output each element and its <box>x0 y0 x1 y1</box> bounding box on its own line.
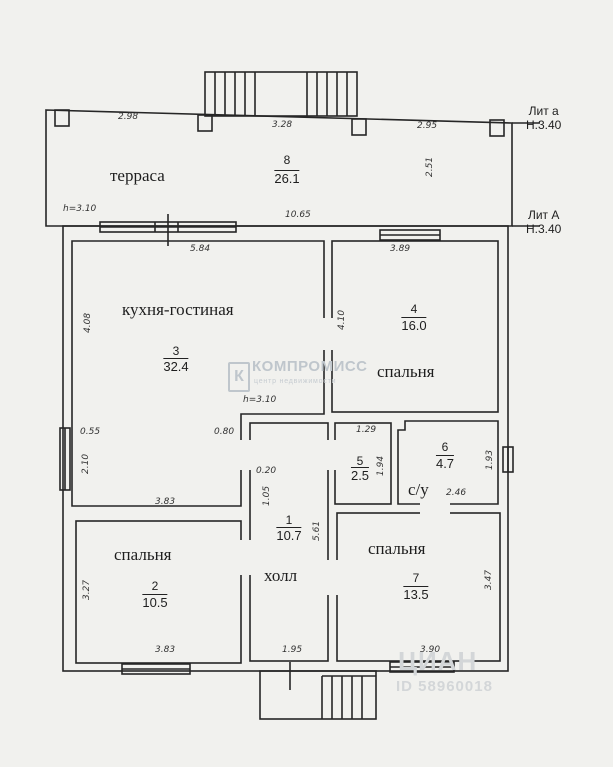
hall-area: 10.7 <box>276 527 302 543</box>
dim-hall-width: 1.95 <box>282 645 303 655</box>
dim-bedroom2-width: 3.83 <box>155 645 176 655</box>
watermark-corner: ЦИАН <box>398 646 478 676</box>
watermark-listing-id: ID 58960018 <box>396 678 493 695</box>
room6-area: 4.7 <box>435 455 455 471</box>
dim-bedroom2-depth: 3.27 <box>82 579 92 600</box>
watermark-brand: КОМПРОМИСС <box>252 358 368 375</box>
terrace-number: 8 <box>283 153 291 167</box>
dim-hall-width-upper: 1.05 <box>262 485 272 506</box>
bath5-area: 2.5 <box>350 467 370 483</box>
dim-terrace-top-right: 2.95 <box>417 121 438 131</box>
dim-kitchen-lower-width: 3.83 <box>155 497 176 507</box>
terrace-name: терраса <box>110 166 165 185</box>
bedroom4-area: 16.0 <box>401 317 427 333</box>
bedroom2-area: 10.5 <box>142 594 168 610</box>
dim-bath5-width: 1.29 <box>356 425 377 435</box>
bedroom4-name: спальня <box>377 362 435 381</box>
terrace-ceiling-height: h=3.10 <box>63 204 97 214</box>
kitchen-walls <box>71 240 325 507</box>
bath5-number: 5 <box>356 454 364 468</box>
bedroom7-number: 7 <box>412 571 420 585</box>
terrace-outline <box>45 109 513 227</box>
dim-hall-depth: 5.61 <box>312 520 322 541</box>
dim-overall-width: 10.65 <box>285 210 311 220</box>
bottom-stairs <box>259 662 377 720</box>
bedroom2-name: спальня <box>114 545 172 564</box>
dim-hall-offset: 0.20 <box>256 466 277 476</box>
terrace-area: 26.1 <box>274 170 300 186</box>
bedroom7-name: спальня <box>368 539 426 558</box>
bedroom7-area: 13.5 <box>403 586 429 602</box>
dim-kitchen-width: 5.84 <box>190 244 211 254</box>
level-lower-label: Лит А Н.3.40 <box>526 208 561 236</box>
dim-bath5-depth: 1.94 <box>376 455 386 476</box>
dim-bedroom7-width: 3.90 <box>420 645 441 655</box>
dim-terrace-top-mid: 3.28 <box>272 120 293 130</box>
hall-name: холл <box>264 566 298 585</box>
bedroom4-number: 4 <box>410 302 418 316</box>
level-upper-name: Лит а <box>528 104 559 118</box>
dim-kitchen-lower-depth: 2.10 <box>81 453 91 474</box>
dim-kitchen-depth: 4.08 <box>83 312 93 333</box>
top-stairs <box>204 71 358 117</box>
dim-kitchen-step-left: 0.55 <box>80 427 101 437</box>
dim-bedroom7-depth: 3.47 <box>484 569 494 590</box>
level-upper-label: Лит а Н.3.40 <box>526 104 561 132</box>
bath5-name: с/у <box>408 480 429 499</box>
dim-kitchen-step-right: 0.80 <box>214 427 235 437</box>
dim-bedroom4-depth: 4.10 <box>337 309 347 330</box>
bedroom2-number: 2 <box>151 579 159 593</box>
dim-terrace-top-left: 2.98 <box>118 112 139 122</box>
level-upper-height: Н.3.40 <box>526 118 562 132</box>
kitchen-name: кухня-гостиная <box>122 300 234 319</box>
room6-walls <box>397 420 499 505</box>
kitchen-ceiling-height: h=3.10 <box>243 395 277 405</box>
dim-terrace-depth: 2.51 <box>425 156 435 177</box>
watermark-tagline: центр недвижимости <box>254 378 337 385</box>
room6-number: 6 <box>441 440 449 454</box>
kitchen-number: 3 <box>172 344 180 358</box>
kitchen-area: 32.4 <box>163 358 189 374</box>
dim-room6-depth: 1.93 <box>485 449 495 470</box>
hall-number: 1 <box>285 513 293 527</box>
level-lower-height: Н.3.40 <box>526 222 562 236</box>
dim-room6-width: 2.46 <box>446 488 467 498</box>
watermark-logo-icon: К <box>228 362 250 392</box>
bedroom2-walls <box>75 520 242 664</box>
level-lower-name: Лит А <box>527 208 560 222</box>
dim-bedroom4-width: 3.89 <box>390 244 411 254</box>
